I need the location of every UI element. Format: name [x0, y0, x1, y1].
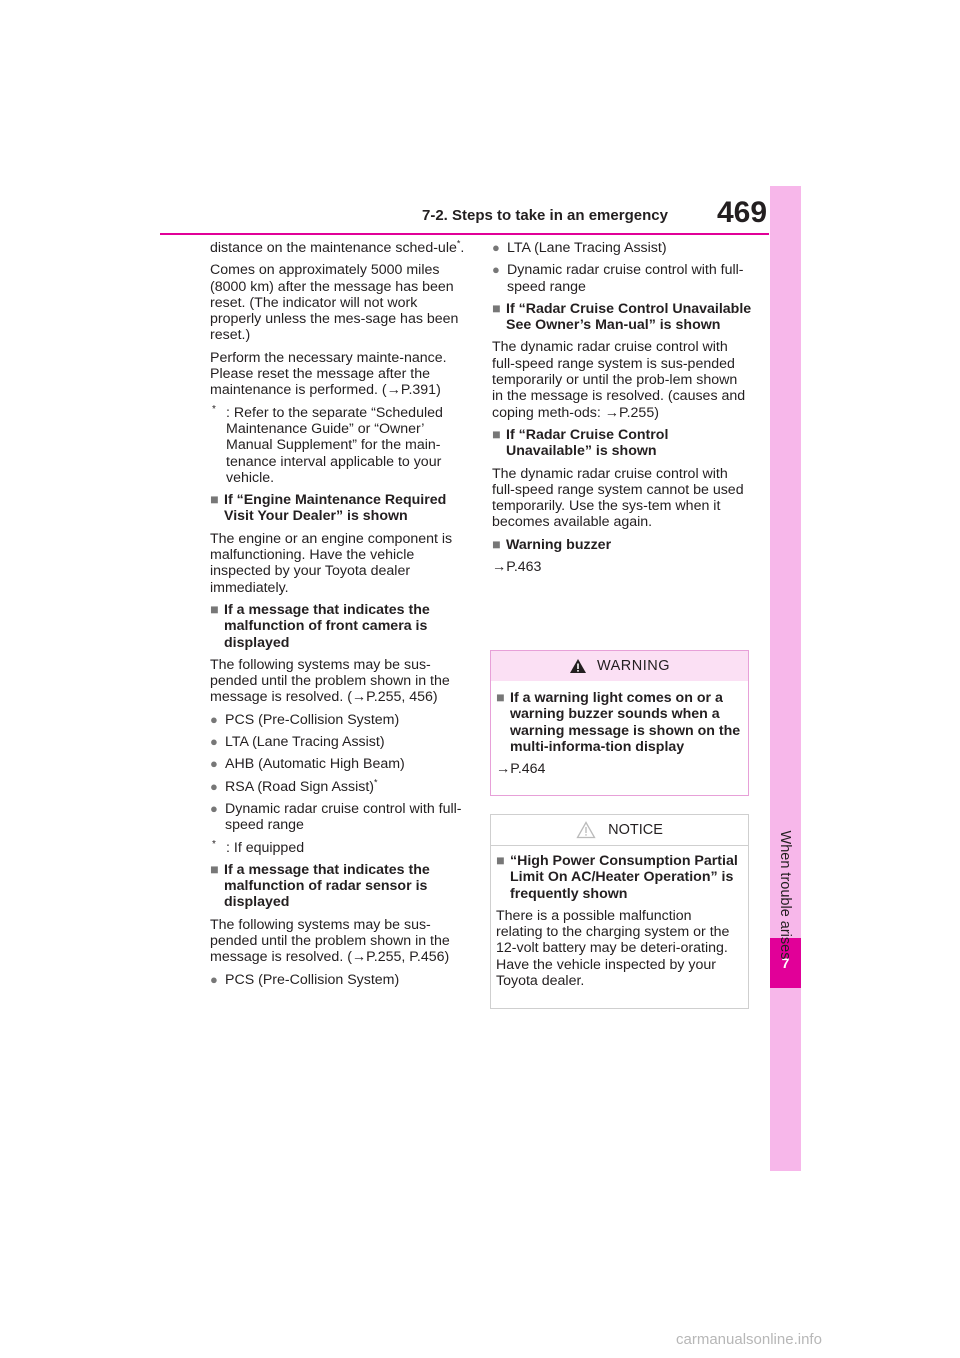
section-heading: If a message that indicates the malfunct…	[210, 602, 468, 651]
section-heading: If “Engine Maintenance Required Visit Yo…	[210, 492, 468, 525]
paragraph: The following systems may be sus-pended …	[210, 656, 450, 706]
notice-title: NOTICE	[608, 822, 663, 838]
list-item: LTA (Lane Tracing Assist)	[210, 734, 468, 751]
chapter-number: 7	[781, 955, 790, 971]
warning-triangle-icon	[569, 659, 586, 673]
paragraph: distance on the maintenance sched-ule*.	[210, 238, 465, 256]
warning-title: WARNING	[596, 658, 671, 674]
page-number: 469	[717, 196, 768, 229]
notice-box: NOTICE “High Power Consumption Partial L…	[490, 814, 749, 1009]
paragraph: →P.463	[492, 559, 542, 576]
watermark: carmanualsonline.info	[676, 1331, 822, 1348]
section-heading: If “Radar Cruise Control Unavailable See…	[492, 301, 752, 334]
chapter-number-box: 7	[770, 938, 801, 988]
footnote: *: Refer to the separate “Scheduled Main…	[212, 403, 443, 486]
left-column: distance on the maintenance sched-ule*. …	[210, 238, 468, 994]
notice-heading: “High Power Consumption Partial Limit On…	[496, 853, 742, 902]
notice-divider	[491, 845, 748, 846]
notice-header: NOTICE	[491, 815, 748, 845]
section-heading: If “Radar Cruise Control Unavailable” is…	[492, 427, 752, 460]
list-item: RSA (Road Sign Assist)*	[210, 777, 468, 795]
chapter-title-text: When trouble arises	[777, 830, 793, 960]
header-rule	[160, 233, 769, 235]
list-item: Dynamic radar cruise control with full-s…	[210, 801, 468, 834]
list-item: Dynamic radar cruise control with full-s…	[492, 262, 752, 295]
list-item: PCS (Pre-Collision System)	[210, 712, 468, 729]
section-heading: Warning buzzer	[492, 537, 752, 554]
section-title: 7-2. Steps to take in an emergency	[422, 207, 668, 224]
right-column: LTA (Lane Tracing Assist) Dynamic radar …	[492, 240, 752, 581]
paragraph: Comes on approximately 5000 miles (8000 …	[210, 262, 459, 344]
paragraph: The following systems may be sus-pended …	[210, 916, 450, 966]
footnote: *: If equipped	[212, 838, 305, 856]
paragraph: Perform the necessary mainte-nance. Plea…	[210, 349, 447, 399]
list-item: LTA (Lane Tracing Assist)	[492, 240, 752, 257]
warning-reference: →P.464	[496, 761, 546, 778]
caution-triangle-icon	[576, 821, 596, 839]
warning-header: WARNING	[491, 651, 748, 681]
chapter-side-tab	[770, 186, 801, 1171]
warning-box: WARNING If a warning light comes on or a…	[490, 650, 749, 796]
paragraph: The engine or an engine component is mal…	[210, 530, 453, 596]
section-heading: If a message that indicates the malfunct…	[210, 862, 468, 911]
list-item: AHB (Automatic High Beam)	[210, 756, 468, 773]
list-item: PCS (Pre-Collision System)	[210, 972, 468, 989]
paragraph: The dynamic radar cruise control with fu…	[492, 339, 746, 421]
paragraph: The dynamic radar cruise control with fu…	[492, 465, 744, 531]
notice-text: There is a possible malfunction relating…	[496, 907, 730, 990]
warning-heading: If a warning light comes on or a warning…	[496, 690, 742, 755]
